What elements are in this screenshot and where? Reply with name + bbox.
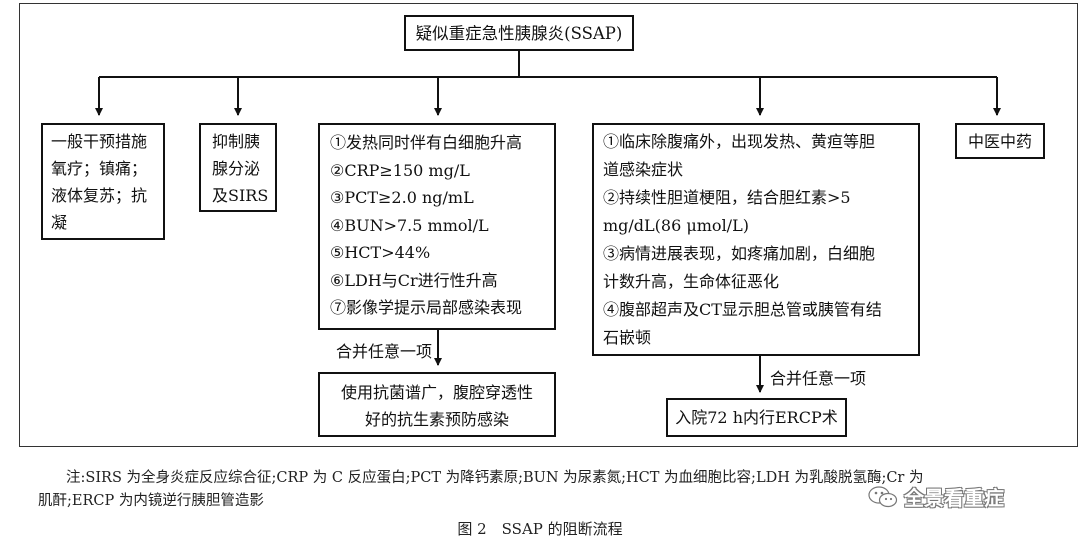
infection-item-3: ③PCT≥2.0 ng/mL [330, 188, 474, 207]
box-biliary-criteria: ①临床除腹痛外，出现发热、黄疸等胆 道感染症状 ②持续性胆道梗阻，结合胆红素>5… [592, 123, 920, 356]
biliary-line-2: 道感染症状 [603, 160, 684, 179]
watermark-text: 全景看重症 [904, 486, 1004, 510]
suppress-line-3: 及SIRS [212, 186, 269, 205]
diagram-frame [19, 3, 1078, 447]
biliary-line-6: 计数升高，生命体征恶化 [603, 272, 780, 291]
box-antibiotic-prophylaxis: 使用抗菌谱广，腹腔穿透性 好的抗生素预防感染 [318, 372, 556, 437]
biliary-line-3: ②持续性胆道梗阻，结合胆红素>5 [603, 188, 851, 207]
biliary-line-1: ①临床除腹痛外，出现发热、黄疸等胆 [603, 132, 876, 151]
infection-item-5: ⑤HCT>44% [330, 243, 431, 262]
general-line-1: 一般干预措施 [51, 132, 148, 151]
general-line-4: 凝 [51, 213, 68, 232]
box-ercp-72h: 入院72 h内行ERCP术 [666, 398, 847, 437]
box-tcm: 中医中药 [955, 123, 1045, 159]
footnote-line-2: 肌酐;ERCP 为内镜逆行胰胆管造影 [38, 493, 264, 509]
infection-item-1: ①发热同时伴有白细胞升高 [330, 133, 523, 152]
label-any-one-left: 合并任意一项 [336, 342, 433, 361]
wechat-icon [868, 485, 898, 509]
general-line-3: 液体复苏；抗 [51, 186, 148, 205]
infection-item-2: ②CRP≥150 mg/L [330, 160, 470, 180]
watermark: 全景看重症 [868, 482, 1004, 511]
suppress-line-2: 腺分泌 [212, 159, 261, 178]
biliary-line-7: ④腹部超声及CT显示胆总管或胰管有结 [603, 300, 882, 319]
label-any-one-right: 合并任意一项 [770, 369, 867, 388]
biliary-line-4: mg/dL(86 μmol/L) [603, 216, 749, 235]
suppress-line-1: 抑制胰 [212, 132, 261, 151]
general-line-2: 氧疗；镇痛； [51, 159, 148, 178]
top-box-suspected-ssap: 疑似重症急性胰腺炎(SSAP) [404, 15, 634, 51]
antibiotic-line-1: 使用抗菌谱广，腹腔穿透性 [340, 383, 533, 402]
figure-caption: 图 2 SSAP 的阻断流程 [457, 520, 623, 538]
footnote: 注:SIRS 为全身炎症反应综合征;CRP 为 C 反应蛋白;PCT 为降钙素原… [38, 467, 1068, 513]
box-general-intervention: 一般干预措施 氧疗；镇痛； 液体复苏；抗 凝 [41, 123, 165, 240]
biliary-line-8: 石嵌顿 [603, 328, 652, 347]
box-infection-criteria: ①发热同时伴有白细胞升高 ②CRP≥150 mg/L ③PCT≥2.0 ng/m… [318, 123, 556, 330]
infection-item-4: ④BUN>7.5 mmol/L [330, 215, 489, 235]
infection-item-7: ⑦影像学提示局部感染表现 [330, 298, 523, 317]
biliary-line-5: ③病情进展表现，如疼痛加剧，白细胞 [603, 244, 876, 263]
antibiotic-line-2: 好的抗生素预防感染 [364, 410, 509, 429]
footnote-line-1: 注:SIRS 为全身炎症反应综合征;CRP 为 C 反应蛋白;PCT 为降钙素原… [66, 470, 924, 486]
box-suppress-secretion: 抑制胰 腺分泌 及SIRS [199, 123, 277, 212]
infection-item-6: ⑥LDH与Cr进行性升高 [330, 270, 498, 290]
